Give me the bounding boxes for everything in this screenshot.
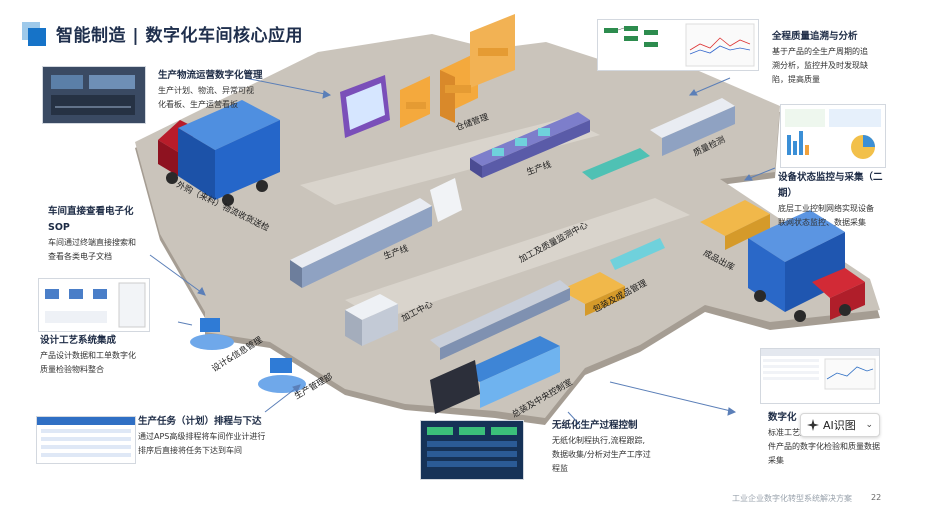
annotation-paperless: 无纸化生产过程控制 无纸化制程执行,流程跟踪, 数据收集/分析对生产工序过 程监 xyxy=(552,418,692,476)
annotation-digital-inspection-desc3: 采集 xyxy=(768,456,784,465)
annotation-logistics-desc1: 生产计划、物流、异常可视 xyxy=(158,86,254,95)
annotation-paperless-desc3: 程监 xyxy=(552,464,568,473)
annotation-process-integration-title: 设计工艺系统集成 xyxy=(40,335,117,346)
title-logo-icon xyxy=(22,22,48,48)
annotation-process-integration: 设计工艺系统集成 产品设计数据和工单数字化 质量检验物料整合 xyxy=(40,333,180,377)
quality-check-line xyxy=(582,98,735,180)
annotation-quality-trace-desc1: 基于产品的全生产周期的追 xyxy=(772,47,868,56)
page-title: 智能制造 | 数字化车间核心应用 xyxy=(56,26,304,46)
ai-image-recognition-button[interactable]: AI识图 ⌄ xyxy=(800,413,880,437)
annotation-digital-inspection-desc2: 件产品的数字化检验和质量数据 xyxy=(768,442,880,451)
central-control-room xyxy=(430,336,560,414)
annotation-monitoring-desc2: 联网状态监控、数据采集 xyxy=(778,218,866,227)
annotation-quality-trace-desc3: 陷，提高质量 xyxy=(772,75,820,84)
annotation-quality-trace-desc2: 溯分析，监控并及时发现缺 xyxy=(772,61,868,70)
sop-thumbnail xyxy=(38,278,150,332)
annotation-task-dispatch-desc1: 通过APS高级排程将车间作业计进行 xyxy=(138,432,266,441)
page-number: 22 xyxy=(871,493,882,502)
annotation-monitoring-desc1: 底层工业控制网络实现设备 xyxy=(778,204,874,213)
logistics-display-board xyxy=(340,75,390,138)
annotation-monitoring: 设备状态监控与采集（二 期） 底层工业控制网络实现设备 联网状态监控、数据采集 xyxy=(778,170,918,230)
footer-text: 工业企业数字化转型系统解决方案 xyxy=(732,494,852,503)
annotation-sop-title1: 车间直接查看电子化 xyxy=(48,206,134,217)
annotation-paperless-desc2: 数据收集/分析对生产工序过 xyxy=(552,450,651,459)
annotation-paperless-desc1: 无纸化制程执行,流程跟踪, xyxy=(552,436,646,445)
annotation-sop-desc2: 查看各类电子文档 xyxy=(48,252,112,261)
ai-sparkle-icon xyxy=(807,419,819,431)
annotation-arrows xyxy=(149,77,776,426)
annotation-process-integration-desc2: 质量检验物料整合 xyxy=(40,365,104,374)
annotation-logistics: 生产物流运营数字化管理 生产计划、物流、异常可视 化看板、生产运营看板 xyxy=(158,68,308,112)
packaging-area xyxy=(560,200,770,316)
quality-trace-thumbnail xyxy=(597,19,759,71)
annotation-task-dispatch-title: 生产任务（计划）排程与下达 xyxy=(138,416,262,427)
annotation-paperless-title: 无纸化生产过程控制 xyxy=(552,420,638,431)
aps-schedule-thumbnail xyxy=(36,416,136,464)
outbound-truck-icon xyxy=(748,210,865,322)
warehouse-shelves xyxy=(400,14,515,128)
annotation-quality-trace: 全程质量追溯与分析 基于产品的全生产周期的追 溯分析，监控并及时发现缺 陷，提高… xyxy=(772,29,912,87)
ai-widget-label: AI识图 xyxy=(823,419,856,432)
annotation-digital-inspection-title: 数字化 xyxy=(768,412,797,423)
paperless-control-thumbnail xyxy=(420,420,524,480)
annotation-quality-trace-title: 全程质量追溯与分析 xyxy=(772,31,858,42)
annotation-monitoring-title1: 设备状态监控与采集（二 xyxy=(778,172,883,183)
production-line-mid xyxy=(290,178,462,288)
monitoring-thumbnail xyxy=(780,104,886,168)
annotation-task-dispatch-desc2: 排序后直接将任务下达到车间 xyxy=(138,446,242,455)
assembly-conveyor xyxy=(430,280,570,360)
machining-center xyxy=(345,294,398,346)
production-line-top xyxy=(470,112,590,178)
chevron-down-icon[interactable]: ⌄ xyxy=(865,420,873,430)
inbound-truck-icon xyxy=(158,100,280,206)
annotation-sop: 车间直接查看电子化 SOP 车间通过终端直接搜索和 查看各类电子文档 xyxy=(48,204,178,264)
annotation-monitoring-title2: 期） xyxy=(778,188,798,199)
digital-inspection-thumbnail xyxy=(760,348,880,404)
annotation-logistics-desc2: 化看板、生产运营看板 xyxy=(158,100,238,109)
logistics-dashboard-thumbnail xyxy=(42,66,146,124)
annotation-sop-desc1: 车间通过终端直接搜索和 xyxy=(48,238,136,247)
annotation-process-integration-desc1: 产品设计数据和工单数字化 xyxy=(40,351,136,360)
annotation-task-dispatch: 生产任务（计划）排程与下达 通过APS高级排程将车间作业计进行 排序后直接将任务… xyxy=(138,414,298,458)
annotation-logistics-title: 生产物流运营数字化管理 xyxy=(158,70,263,81)
annotation-sop-title2: SOP xyxy=(48,222,70,233)
